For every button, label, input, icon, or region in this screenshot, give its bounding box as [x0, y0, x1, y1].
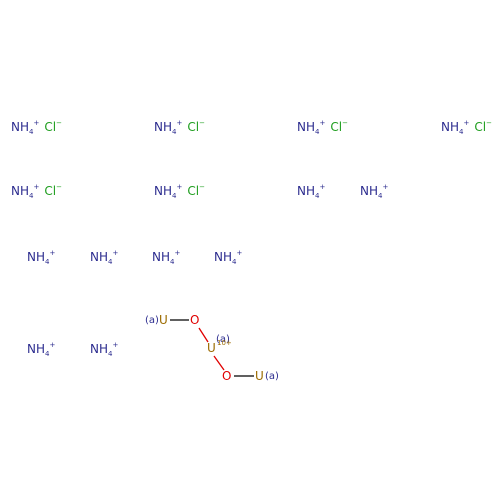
- ammonium-ion-2: NH4+: [360, 183, 389, 200]
- ammonium-ion-4: NH4+: [90, 249, 119, 266]
- attachment-label-center: (a): [216, 334, 230, 345]
- ion-pair-1: NH4+ Cl−: [11, 119, 62, 136]
- chloride-ion: Cl−: [44, 183, 62, 198]
- uranium-atom-3: U: [255, 369, 264, 383]
- central-charge: 10+: [217, 339, 232, 347]
- ion-pair-5: NH4+ Cl−: [11, 183, 62, 200]
- bond-o1-u2: [198, 327, 209, 343]
- ammonium-ion: NH4+: [297, 119, 326, 136]
- ammonium-ion: NH4+: [11, 119, 40, 136]
- ion-pair-4: NH4+ Cl−: [441, 119, 492, 136]
- chloride-ion: Cl−: [330, 119, 348, 134]
- ammonium-ion: NH4+: [11, 183, 40, 200]
- attachment-label-left: (a): [145, 315, 159, 326]
- ammonium-ion-6: NH4+: [214, 249, 243, 266]
- oxygen-atom-2: O: [222, 369, 232, 383]
- chloride-ion: Cl−: [474, 119, 492, 134]
- attachment-label-right: (a): [265, 371, 279, 382]
- ion-pair-2: NH4+ Cl−: [154, 119, 205, 136]
- chloride-ion: Cl−: [187, 119, 205, 134]
- ammonium-ion-3: NH4+: [27, 249, 56, 266]
- bond-u2-o2: [213, 355, 225, 371]
- ammonium-ion: NH4+: [154, 119, 183, 136]
- ion-pair-6: NH4+ Cl−: [154, 183, 205, 200]
- uranium-atom-1: U: [159, 313, 168, 327]
- ion-pair-3: NH4+ Cl−: [297, 119, 348, 136]
- chloride-ion: Cl−: [44, 119, 62, 134]
- oxygen-atom-1: O: [190, 313, 200, 327]
- ammonium-ion-8: NH4+: [90, 341, 119, 358]
- chloride-ion: Cl−: [187, 183, 205, 198]
- ammonium-ion-7: NH4+: [27, 341, 56, 358]
- ammonium-ion-1: NH4+: [297, 183, 326, 200]
- ammonium-ion-5: NH4+: [152, 249, 181, 266]
- ammonium-ion: NH4+: [154, 183, 183, 200]
- uranium-atom-center: U: [207, 341, 216, 355]
- ammonium-ion: NH4+: [441, 119, 470, 136]
